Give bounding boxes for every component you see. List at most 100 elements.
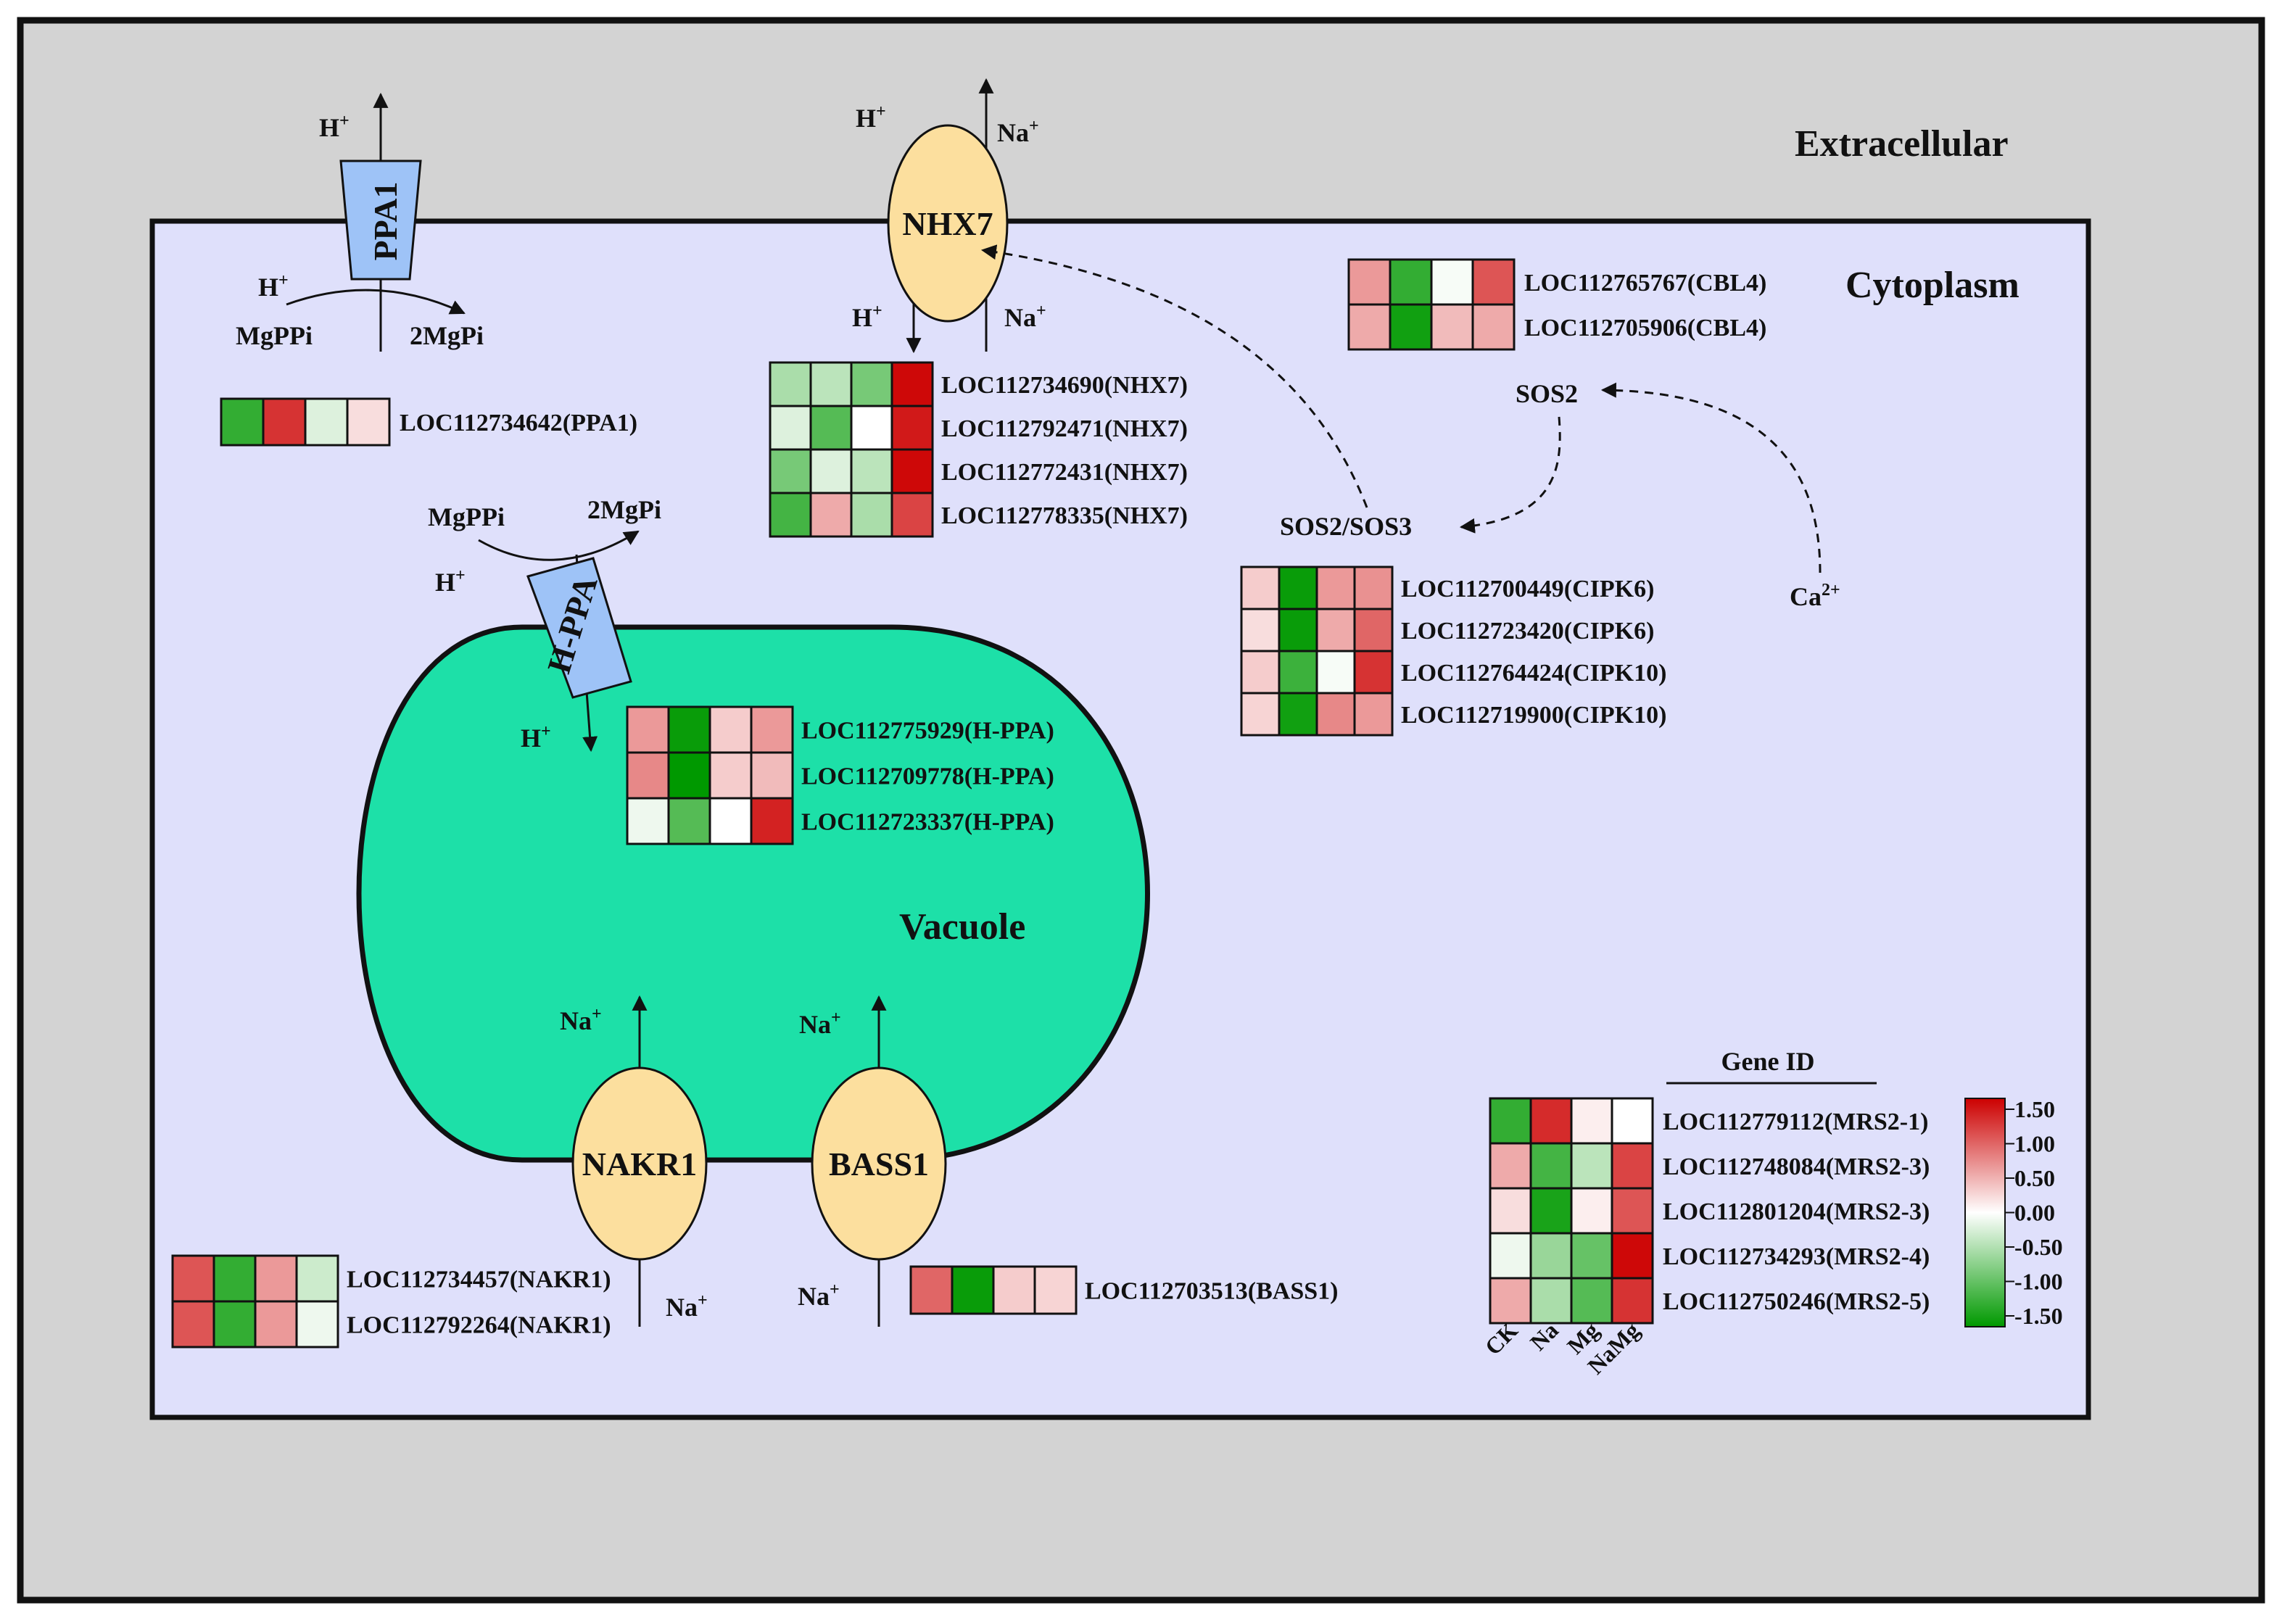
expression-heatmaps: LOC112734642(PPA1) LOC112734690(NHX7)LOC1… bbox=[171, 258, 1930, 1348]
heatmap-cell bbox=[254, 1300, 298, 1348]
heatmap-cell bbox=[1353, 608, 1394, 652]
heatmap-cell bbox=[809, 492, 853, 538]
heatmap-cell bbox=[254, 1254, 298, 1303]
heatmap-cell bbox=[171, 1300, 215, 1348]
heatmap-cell bbox=[1347, 303, 1392, 351]
heatmap-cell bbox=[1611, 1097, 1654, 1145]
calcium-label: Ca2+ bbox=[1790, 581, 1840, 611]
heatmap-cell bbox=[1430, 258, 1474, 306]
heatmap-cell bbox=[1489, 1232, 1532, 1280]
heatmap-nhx7: LOC112734690(NHX7)LOC112792471(NHX7)LOC1… bbox=[769, 361, 1188, 538]
heatmap-cell bbox=[708, 797, 753, 845]
heatmap-cell bbox=[1278, 692, 1318, 737]
heatmap-cell bbox=[626, 797, 670, 845]
hppa-shape bbox=[526, 557, 632, 699]
hppa-2mgpi: 2MgPi bbox=[587, 495, 661, 524]
nakr1-label: NAKR1 bbox=[582, 1146, 697, 1182]
gene-label: LOC112748084(MRS2-3) bbox=[1663, 1153, 1930, 1180]
heatmap-cell bbox=[992, 1265, 1036, 1315]
gene-label: LOC112700449(CIPK6) bbox=[1401, 576, 1654, 602]
heatmap-cell bbox=[667, 797, 711, 845]
heatmap-cell bbox=[1489, 1277, 1532, 1325]
colorbar bbox=[1964, 1098, 2006, 1327]
heatmap-cell bbox=[1529, 1097, 1573, 1145]
nhx7-na-plus-out: Na+ bbox=[997, 117, 1039, 147]
heatmap-cell bbox=[1611, 1187, 1654, 1235]
heatmap-cell bbox=[769, 448, 812, 494]
heatmap-cell bbox=[1529, 1142, 1573, 1190]
ppa1-h-plus-in: H+ bbox=[258, 271, 289, 302]
nhx7-h-plus-out: H+ bbox=[856, 102, 886, 133]
heatmap-cell bbox=[1315, 692, 1356, 737]
heatmap-cell bbox=[708, 705, 753, 754]
heatmap-cell bbox=[1489, 1187, 1532, 1235]
gene-label: LOC112779112(MRS2-1) bbox=[1663, 1109, 1928, 1135]
colorbar-tick-label: 1.00 bbox=[2014, 1131, 2055, 1157]
hppa-h-plus-cyto: H+ bbox=[435, 566, 466, 597]
gene-label: LOC112705906(CBL4) bbox=[1524, 315, 1766, 341]
heatmap-cell bbox=[1315, 650, 1356, 695]
colorbar-tick-label: -1.50 bbox=[2014, 1303, 2063, 1329]
heatmap-cell bbox=[890, 361, 934, 407]
heatmap-cell bbox=[1240, 608, 1281, 652]
heatmap-cell bbox=[1570, 1142, 1613, 1190]
gene-label: LOC112719900(CIPK10) bbox=[1401, 702, 1666, 729]
bass1-label: BASS1 bbox=[829, 1146, 929, 1182]
heatmap-cell bbox=[1489, 1097, 1532, 1145]
nakr1-na-plus-vacuole: Na+ bbox=[560, 1005, 602, 1035]
nhx7-h-plus-in: H+ bbox=[852, 302, 882, 332]
heatmap-cell bbox=[212, 1300, 257, 1348]
gene-label: LOC112703513(BASS1) bbox=[1085, 1278, 1339, 1305]
bass1-na-plus-vacuole: Na+ bbox=[799, 1008, 841, 1039]
heatmap-cell bbox=[1240, 650, 1281, 695]
heatmap-cell bbox=[1529, 1277, 1573, 1325]
extracellular-label: Extracellular bbox=[1795, 123, 2009, 165]
nhx7-transporter: NHX7 bbox=[887, 78, 1009, 354]
gene-label: LOC112723337(H-PPA) bbox=[801, 809, 1054, 836]
heatmap-cell bbox=[1315, 608, 1356, 652]
gene-label: LOC112734457(NAKR1) bbox=[347, 1267, 611, 1293]
heatmap-cell bbox=[1033, 1265, 1078, 1315]
gene-label: LOC112778335(NHX7) bbox=[941, 502, 1188, 529]
colorbar-tick-label: -0.50 bbox=[2014, 1234, 2063, 1260]
heatmap-cell bbox=[346, 397, 391, 447]
heatmap-mrs2: LOC112779112(MRS2-1) LOC112748084(MRS2-3)… bbox=[1489, 1097, 1930, 1325]
heatmap-cell bbox=[667, 751, 711, 800]
heatmap-cell bbox=[1611, 1142, 1654, 1190]
heatmap-nakr1: LOC112734457(NAKR1)LOC112792264(NAKR1) bbox=[171, 1254, 611, 1348]
heatmap-cell bbox=[262, 397, 307, 447]
heatmap-cell bbox=[1570, 1277, 1613, 1325]
heatmap-cell bbox=[1278, 650, 1318, 695]
heatmap-cell bbox=[769, 492, 812, 538]
sos2-label: SOS2 bbox=[1516, 379, 1578, 408]
heatmap-cell bbox=[769, 361, 812, 407]
gene-label: LOC112772431(NHX7) bbox=[941, 459, 1188, 486]
cytoplasm-label: Cytoplasm bbox=[1845, 265, 2020, 306]
heatmap-cell bbox=[809, 361, 853, 407]
colorbar-ticks: 1.501.000.500.00-0.50-1.00-1.50 bbox=[2005, 1096, 2063, 1329]
heatmap-cell bbox=[1430, 303, 1474, 351]
heatmap-cell bbox=[1389, 258, 1433, 306]
heatmap-cell bbox=[295, 1254, 339, 1303]
gene-label: LOC112709778(H-PPA) bbox=[801, 763, 1054, 790]
hppa-mgppi: MgPPi bbox=[428, 502, 505, 531]
gene-label: LOC112792471(NHX7) bbox=[941, 415, 1188, 442]
heatmap-cell bbox=[769, 405, 812, 451]
nakr1-na-plus-cyto: Na+ bbox=[666, 1291, 708, 1322]
heatmap-cell bbox=[809, 405, 853, 451]
heatmap-hppa: LOC112775929(H-PPA)LOC112709778(H-PPA)LO… bbox=[626, 705, 1054, 845]
heatmap-cell bbox=[1389, 303, 1433, 351]
colorbar-tick-label: -1.00 bbox=[2014, 1269, 2063, 1295]
heatmap-cell bbox=[1353, 692, 1394, 737]
bass1-shape bbox=[811, 1066, 947, 1261]
heatmap-cell bbox=[1353, 650, 1394, 695]
heatmap-cell bbox=[1471, 258, 1516, 306]
heatmap-cell bbox=[909, 1265, 954, 1315]
nhx7-na-plus-in: Na+ bbox=[1004, 302, 1046, 332]
heatmap-cell bbox=[850, 405, 893, 451]
ppa1-transporter: PPA1 bbox=[286, 92, 466, 352]
gene-label: LOC112734642(PPA1) bbox=[400, 410, 637, 436]
heatmap-cell bbox=[750, 705, 794, 754]
heatmap-cell bbox=[750, 751, 794, 800]
